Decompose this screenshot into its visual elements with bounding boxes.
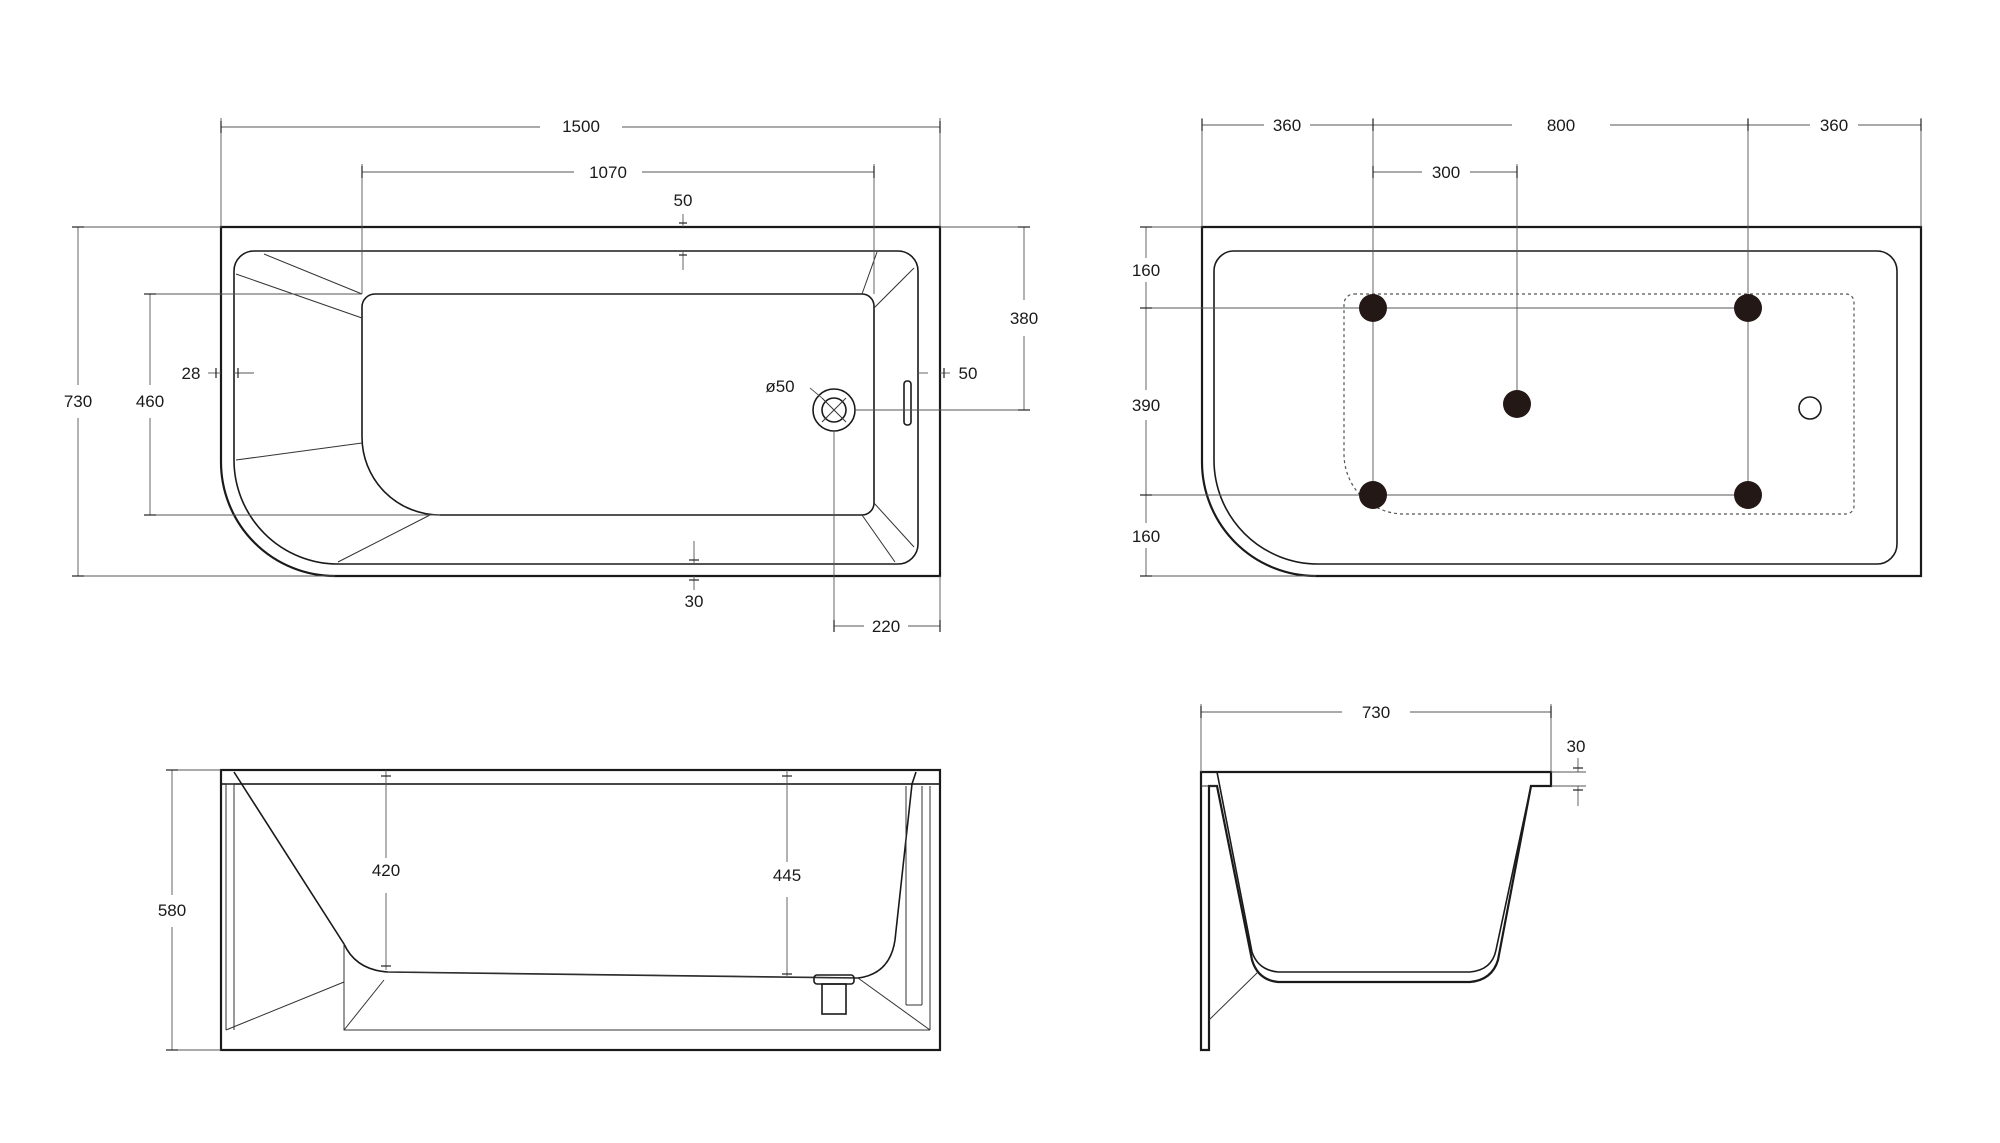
plan-rim-bottom-label: 30 (685, 592, 704, 611)
leg-frame-outline (1343, 293, 1855, 515)
side-rim-label: 30 (1567, 737, 1586, 756)
drain-inner-circle (821, 397, 847, 423)
plan-inner-length-label: 1070 (589, 163, 627, 182)
leg-end-right-label: 360 (1820, 116, 1848, 135)
leg-view-outer-contour (1200, 225, 1923, 578)
front-section-view: 580 420 445 (158, 768, 942, 1052)
plan-drain-from-end-label: 220 (872, 617, 900, 636)
plan-depth-label: 730 (64, 392, 92, 411)
front-drain-cap (813, 974, 855, 985)
drain-hole (1798, 396, 1822, 420)
leg-top-right (1734, 294, 1762, 322)
front-outer-contour (219, 768, 942, 1052)
leg-center (1503, 390, 1531, 418)
side-width-label: 730 (1362, 703, 1390, 722)
plan-inner-depth-label: 460 (136, 392, 164, 411)
tub-rim-contour (233, 250, 919, 565)
side-section-view: 730 30 (1199, 703, 1586, 1052)
leg-edge-top-label: 160 (1132, 261, 1160, 280)
leg-bottom-right (1734, 481, 1762, 509)
leg-span-label: 800 (1547, 116, 1575, 135)
plan-length-label: 1500 (562, 117, 600, 136)
plan-view: 1500 1070 50 730 460 28 380 ø50 50 30 22… (64, 117, 1038, 636)
side-section-contour (1199, 770, 1553, 1052)
leg-layout-view: 360 800 360 300 160 390 160 (1132, 116, 1923, 578)
leg-end-left-label: 360 (1273, 116, 1301, 135)
overflow-slot (903, 380, 912, 426)
tub-outer-contour (219, 225, 942, 578)
tub-floor-contour (361, 293, 875, 516)
plan-rim-left-label: 28 (182, 364, 201, 383)
plan-drain-diameter-label: ø50 (765, 377, 794, 396)
leg-between-label: 390 (1132, 396, 1160, 415)
front-height-label: 580 (158, 901, 186, 920)
leg-view-rim-contour (1213, 250, 1898, 565)
front-depth-shallow-label: 420 (372, 861, 400, 880)
leg-edge-bottom-label: 160 (1132, 527, 1160, 546)
plan-rim-top-label: 50 (674, 191, 693, 210)
leg-top-left (1359, 294, 1387, 322)
front-bowl-contour (233, 771, 917, 979)
front-depth-deep-label: 445 (773, 866, 801, 885)
plan-drain-offset-label: 380 (1010, 309, 1038, 328)
plan-rim-right-label: 50 (959, 364, 978, 383)
leg-bottom-left (1359, 481, 1387, 509)
front-drain-pipe (821, 983, 847, 1015)
leg-center-offset-label: 300 (1432, 163, 1460, 182)
